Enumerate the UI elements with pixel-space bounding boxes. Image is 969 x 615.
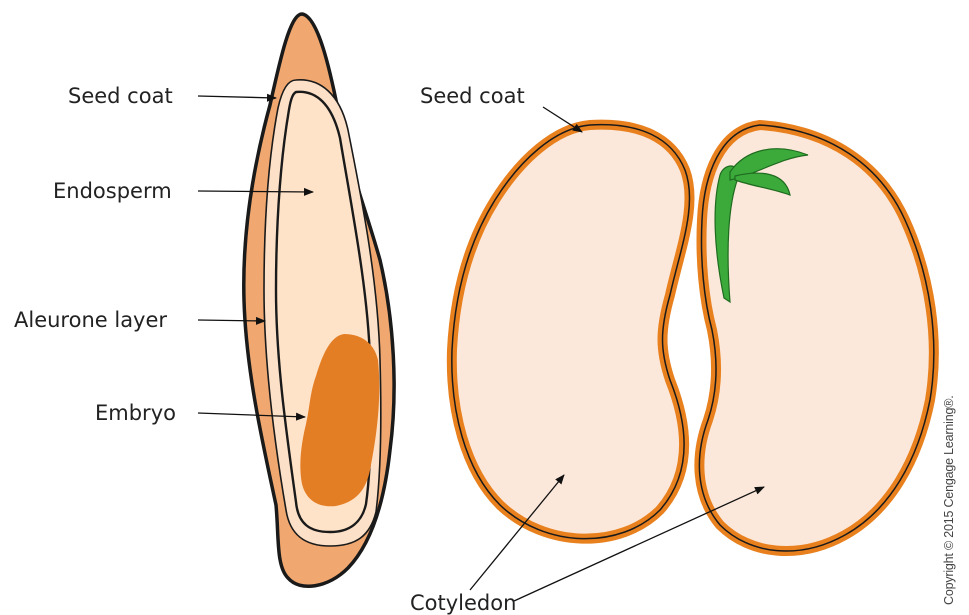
cotyledon-left bbox=[452, 125, 690, 539]
label-bean-seed-coat: Seed coat bbox=[420, 86, 525, 107]
label-aleurone-layer: Aleurone layer bbox=[14, 310, 167, 331]
label-embryo: Embryo bbox=[95, 403, 176, 424]
label-grain-seed-coat: Seed coat bbox=[68, 86, 173, 107]
grain-seed bbox=[244, 14, 394, 586]
arrow-grain-seed-coat bbox=[198, 96, 276, 98]
copyright-notice: Copyright © 2015 Cengage Learning®. bbox=[942, 396, 956, 605]
label-cotyledon: Cotyledon bbox=[410, 593, 516, 614]
label-endosperm: Endosperm bbox=[53, 181, 172, 202]
bean-seed bbox=[452, 125, 934, 551]
